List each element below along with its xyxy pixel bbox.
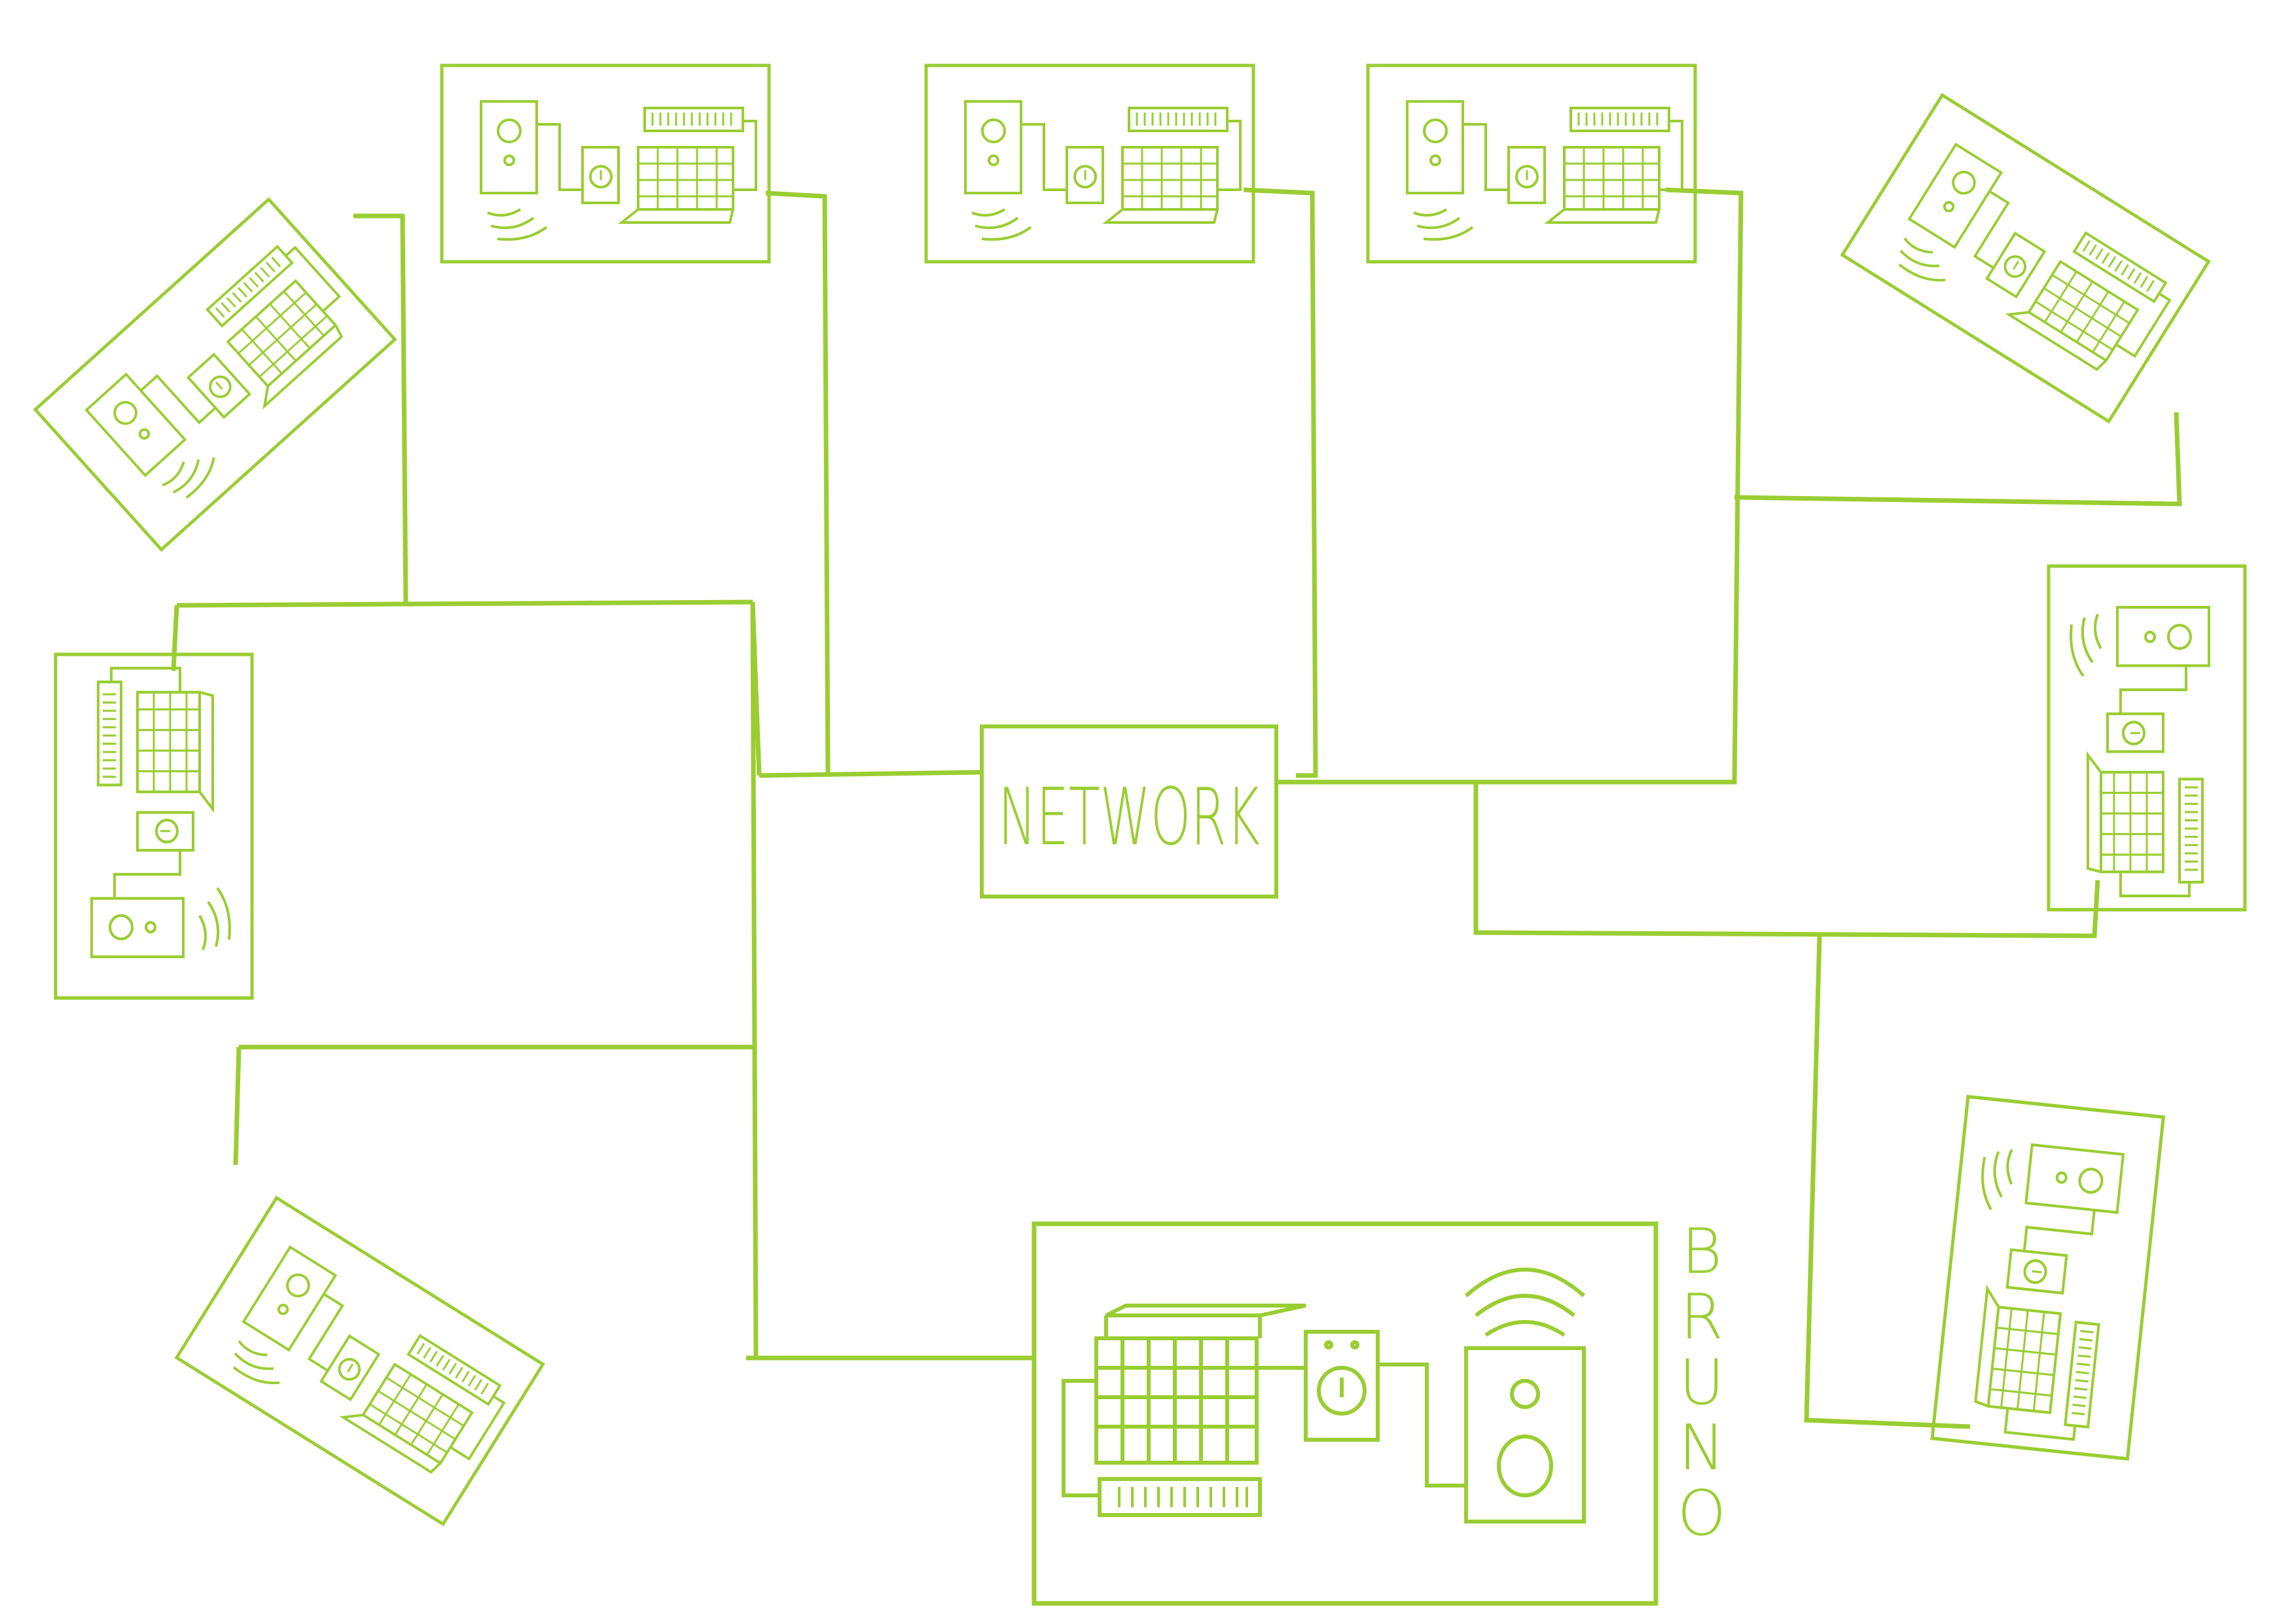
station-upper-left-tilted (35, 200, 395, 550)
network-hub: NETWORK (980, 724, 1278, 899)
station-top-center (926, 65, 1253, 262)
station-upper-right-tilted (1842, 95, 2209, 421)
speaker-icon (1464, 1346, 1586, 1524)
bruno-letter-5: O (1677, 1478, 1727, 1550)
keyboard-icon (1098, 1477, 1262, 1517)
cable (1378, 1363, 1466, 1488)
effect-pedal-icon (1304, 1330, 1380, 1442)
station-middle-right (2049, 566, 2245, 910)
sound-waves-icon (1465, 1268, 1585, 1337)
station-top-left (442, 65, 769, 262)
station-bruno (1031, 1221, 1659, 1606)
bruno-letter-1: B (1681, 1216, 1722, 1288)
bruno-letter-4: N (1678, 1412, 1725, 1484)
bruno-letter-2: R (1680, 1281, 1723, 1353)
station-lower-left-tilted (177, 1198, 543, 1524)
bruno-letter-3: U (1679, 1347, 1725, 1419)
laptop-icon (1094, 1304, 1306, 1465)
cable (1062, 1379, 1100, 1497)
station-top-right (1368, 65, 1695, 262)
bruno-label: B R U N O (1677, 1216, 1727, 1550)
station-lower-right-tilted (1932, 1097, 2163, 1459)
network-label: NETWORK (998, 772, 1260, 863)
station-middle-left (56, 654, 252, 998)
